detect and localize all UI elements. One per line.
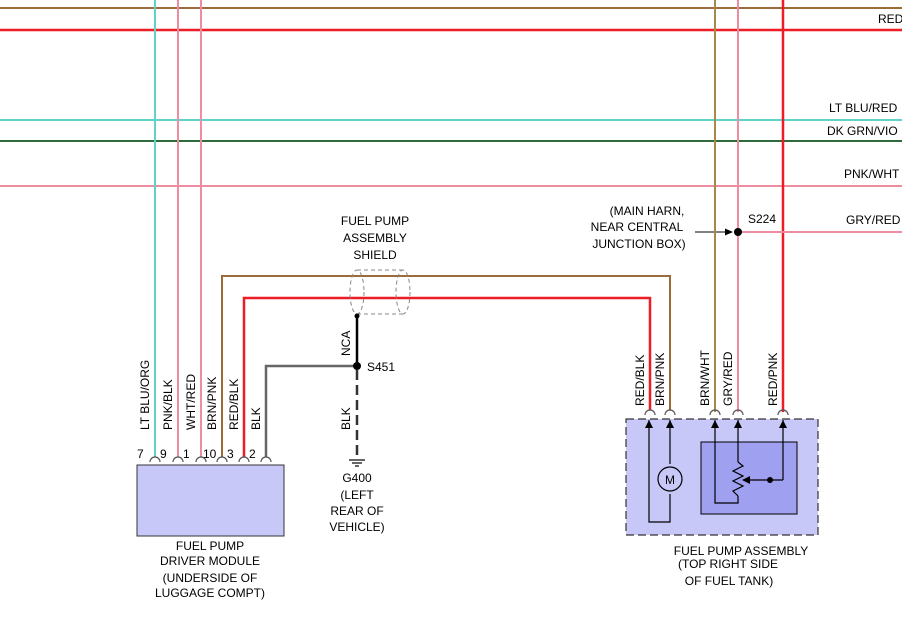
bus-label-red: RED: [878, 12, 902, 26]
pump-wire-label-red-blk: RED/BLK: [633, 355, 647, 406]
pin-number-7: 7: [137, 447, 144, 461]
nca-label: NCA: [339, 331, 353, 356]
shield-label-line2: ASSEMBLY: [343, 231, 407, 245]
wire-label-wht-red: WHT/RED: [184, 374, 198, 430]
arrow-up-icon: [734, 420, 742, 428]
pump-wire-label-brn-wht: BRN/WHT: [698, 349, 712, 406]
ground-wire-label: BLK: [339, 407, 353, 430]
pump-location-line2: OF FUEL TANK): [685, 574, 773, 588]
pin-number-9: 9: [160, 447, 167, 461]
splice-s451-dot: [353, 362, 361, 370]
arrow-up-icon: [666, 420, 674, 428]
s224-location-line1: (MAIN HARN,: [610, 204, 685, 218]
module-location-line1: (UNDERSIDE OF: [163, 571, 258, 585]
pump-pin-terminals: [644, 409, 789, 416]
fuel-level-sender-circuit: [714, 420, 784, 504]
wiper-arrow-icon: [742, 476, 750, 484]
pump-wire-label-brn-pnk: BRN/PNK: [653, 353, 667, 406]
bus-label-lt-blu-red: LT BLU/RED: [829, 101, 898, 115]
pump-wire-label-gry-red: GRY/RED: [721, 351, 735, 406]
bus-label-gry-red: GRY/RED: [846, 213, 901, 227]
splice-s451-label: S451: [367, 360, 395, 374]
wire-blk: [264, 364, 357, 457]
ground-label: G400: [342, 471, 372, 485]
s224-location-line3: JUNCTION BOX): [592, 237, 685, 251]
arrow-up-icon: [645, 420, 653, 428]
splice-s224-dot: [734, 228, 742, 236]
pin-number-1: 1: [183, 447, 190, 461]
bus-label-dk-grn-vio: DK GRN/VIO: [827, 124, 898, 138]
wire-label-blk: BLK: [249, 407, 263, 430]
module-pin-terminals: [149, 456, 272, 463]
shield-drain-node: [354, 313, 360, 319]
s224-location-line2: NEAR CENTRAL: [591, 220, 684, 234]
motor-icon: [657, 466, 683, 492]
sender-node: [767, 477, 773, 483]
shield-label-line3: SHIELD: [353, 248, 397, 262]
module-title-line2: DRIVER MODULE: [160, 554, 260, 568]
ground-location-line1: (LEFT: [340, 488, 374, 502]
wire-brn-pnk: [221, 275, 671, 457]
arrow-up-icon: [711, 420, 719, 428]
module-location-line2: LUGGAGE COMPT): [155, 586, 265, 600]
pump-assembly-title: FUEL PUMP ASSEMBLY: [674, 544, 809, 558]
ground-icon: [349, 459, 365, 467]
pump-location-line1: (TOP RIGHT SIDE: [678, 557, 778, 571]
wire-label-red-blk: RED/BLK: [227, 379, 241, 430]
wire-red-blk: [242, 296, 652, 457]
shield-label-line1: FUEL PUMP: [341, 214, 409, 228]
pin-number-10: 10: [203, 447, 217, 461]
fuel-pump-driver-module-box: [136, 464, 285, 537]
wire-label-pnk-blk: PNK/BLK: [161, 379, 175, 430]
ground-location-line2: REAR OF: [330, 504, 383, 518]
pump-wire-label-red-pnk: RED/PNK: [766, 353, 780, 406]
arrow-head-icon: [725, 228, 733, 236]
arrow-up-icon: [779, 420, 787, 428]
pin-number-3: 3: [227, 447, 234, 461]
module-title-line1: FUEL PUMP: [176, 539, 244, 553]
pin-number-2: 2: [249, 447, 256, 461]
motor-label: M: [665, 473, 675, 487]
wire-label-brn-pnk: BRN/PNK: [205, 377, 219, 430]
bus-label-pnk-wht: PNK/WHT: [844, 167, 900, 181]
ground-location-line3: VEHICLE): [329, 520, 384, 534]
splice-s224-label: S224: [748, 212, 776, 226]
wire-label-lt-blu-org: LT BLU/ORG: [138, 360, 152, 430]
